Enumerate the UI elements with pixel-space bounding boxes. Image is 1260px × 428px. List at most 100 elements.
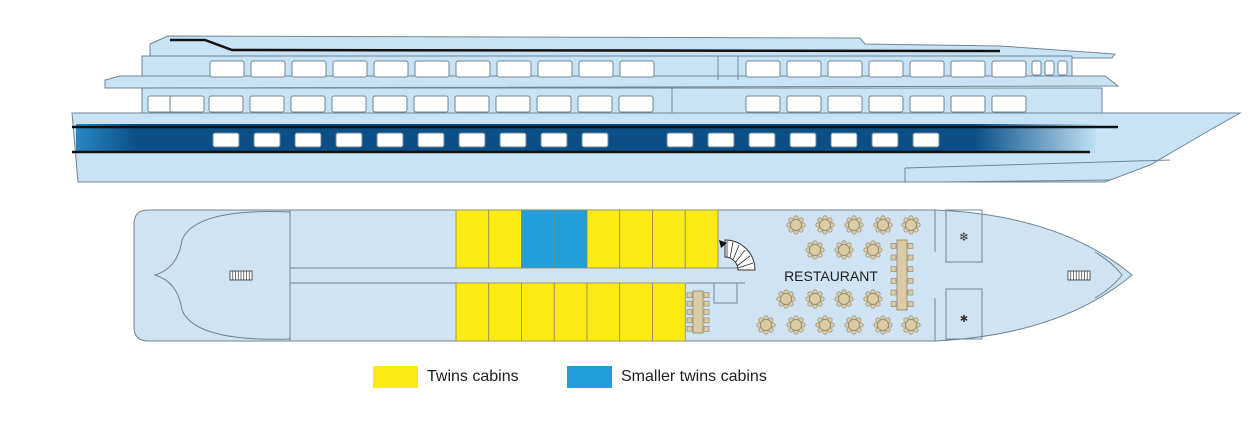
legend-label-smaller-twins: Smaller twins cabins <box>621 368 767 385</box>
twins-cabin <box>652 282 686 342</box>
window <box>496 60 532 78</box>
round-table <box>834 289 854 309</box>
legend-swatch-smaller-twins <box>567 366 612 388</box>
window <box>208 95 244 113</box>
window <box>1031 60 1042 76</box>
round-table <box>786 215 806 235</box>
round-table <box>805 289 825 309</box>
twins-cabin <box>455 209 490 269</box>
window <box>950 95 986 113</box>
upper-deck-overhang <box>104 75 1120 89</box>
twins-cabin <box>684 209 719 269</box>
round-table <box>873 215 893 235</box>
window <box>707 132 735 148</box>
twins-cabin <box>455 282 490 342</box>
twins-cabin <box>652 209 686 269</box>
legend-swatch-twins <box>373 366 418 388</box>
window <box>871 132 899 148</box>
window <box>581 132 609 148</box>
asterisk-icon: ✱ <box>960 314 968 325</box>
window <box>291 60 327 78</box>
window <box>912 132 940 148</box>
window <box>458 132 486 148</box>
window <box>495 95 531 113</box>
twins-cabin <box>619 282 653 342</box>
window <box>250 60 286 78</box>
window <box>169 95 205 113</box>
twins-cabin <box>553 282 588 342</box>
hull-detail-line <box>904 159 1171 169</box>
window <box>455 60 491 78</box>
window <box>666 132 694 148</box>
window <box>909 95 945 113</box>
round-table <box>805 240 825 260</box>
window <box>537 60 573 78</box>
window <box>209 60 245 78</box>
round-table <box>776 289 796 309</box>
cabin-row-starboard <box>455 209 719 269</box>
round-table <box>815 315 835 335</box>
window <box>619 60 655 78</box>
window <box>578 60 614 78</box>
lower-service-room <box>945 288 983 340</box>
window <box>372 95 408 113</box>
window <box>1044 60 1055 76</box>
window <box>1057 60 1068 76</box>
hull-windows <box>212 132 940 148</box>
twins-cabin <box>521 282 555 342</box>
window <box>868 95 904 113</box>
window <box>618 95 654 113</box>
round-table <box>756 315 776 335</box>
round-table <box>863 240 883 260</box>
round-table <box>863 289 883 309</box>
window <box>830 132 858 148</box>
round-table <box>844 215 864 235</box>
upper-service-room <box>945 209 983 263</box>
window <box>540 132 568 148</box>
spiral-stair-icon <box>719 239 756 271</box>
round-table <box>815 215 835 235</box>
restaurant-label: RESTAURANT <box>784 268 878 284</box>
hull-detail-line <box>939 179 1111 183</box>
bow-inner-curve <box>1094 251 1123 299</box>
roof-trim <box>170 38 1001 53</box>
window <box>454 95 490 113</box>
window <box>376 132 404 148</box>
window <box>745 60 781 78</box>
window <box>827 95 863 113</box>
window <box>868 60 904 78</box>
window <box>827 60 863 78</box>
window <box>290 95 326 113</box>
twins-cabin <box>586 209 621 269</box>
window <box>786 60 822 78</box>
middle-deck-windows <box>147 95 1027 113</box>
round-table <box>786 315 806 335</box>
stern-inner-curve <box>153 211 291 340</box>
twins-cabin <box>488 209 522 269</box>
long-table <box>890 239 914 311</box>
window <box>909 60 945 78</box>
stairs-icon <box>229 270 253 281</box>
window <box>373 60 409 78</box>
round-table <box>844 315 864 335</box>
twins-cabin <box>586 282 621 342</box>
window <box>745 95 781 113</box>
window <box>991 95 1027 113</box>
window <box>748 132 776 148</box>
twins-cabin <box>488 282 522 342</box>
window <box>253 132 281 148</box>
window <box>789 132 817 148</box>
round-table <box>834 240 854 260</box>
legend-item-smaller-twins: Smaller twins cabins <box>567 366 767 388</box>
window <box>294 132 322 148</box>
window <box>991 60 1027 78</box>
round-table <box>873 315 893 335</box>
long-table <box>686 290 710 334</box>
window <box>417 132 445 148</box>
smaller-twins-cabin <box>521 209 555 269</box>
deck-plan: RESTAURANT ❄ ✱ <box>133 209 1133 342</box>
twins-cabin <box>619 209 653 269</box>
stairs-icon <box>1067 270 1091 281</box>
legend-label-twins: Twins cabins <box>427 368 519 385</box>
